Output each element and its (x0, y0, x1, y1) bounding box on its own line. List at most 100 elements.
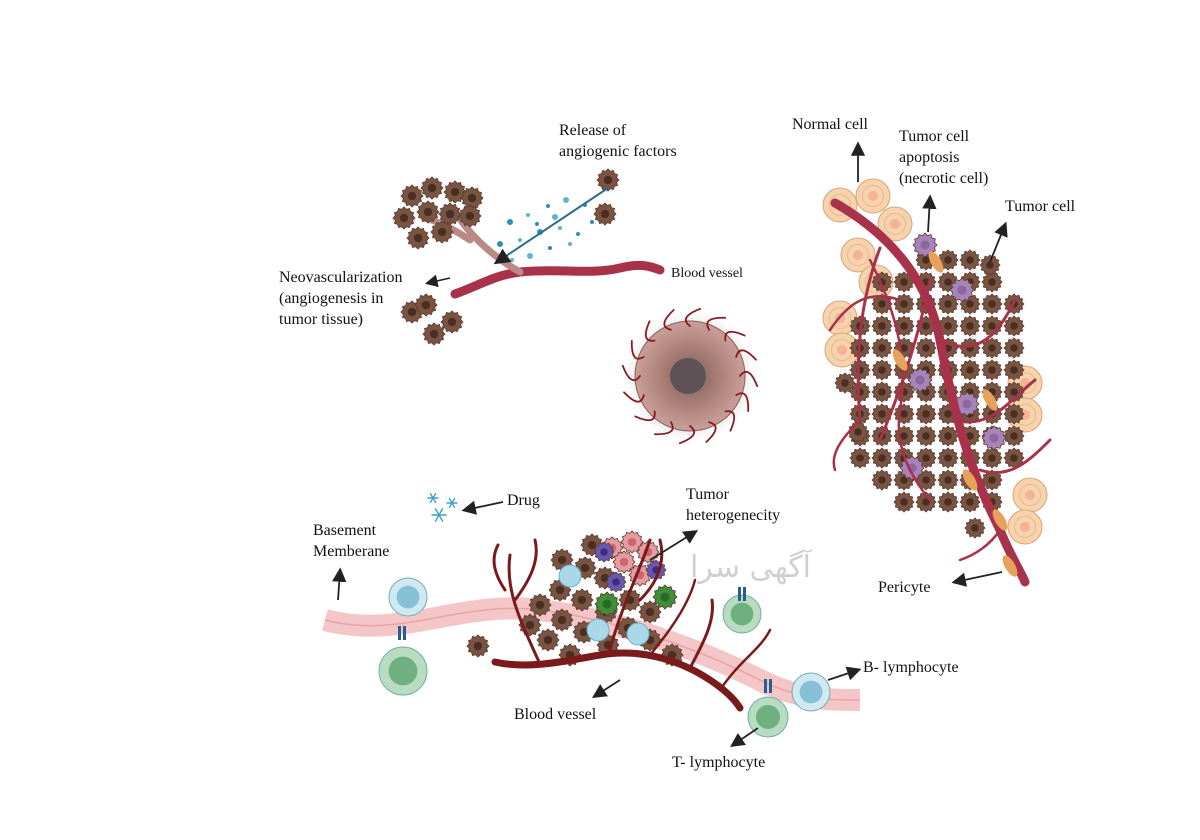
tumor-cell (466, 634, 490, 658)
tumor-cell (528, 593, 552, 617)
tumor-cell (893, 293, 915, 315)
tumor-cell (1003, 425, 1025, 447)
vascularized-tumor (621, 307, 759, 445)
pericyte (962, 469, 978, 491)
neovascularization-label: Neovascularization (angiogenesis in tumo… (279, 269, 403, 328)
tumor-cell (392, 206, 416, 230)
tumor-cell (596, 168, 620, 192)
tumor-cell (959, 249, 981, 271)
tumor-cell (893, 315, 915, 337)
tumor-cell-cluster-bottom (466, 530, 684, 667)
tumor-cell (593, 202, 617, 226)
pericyte (982, 389, 998, 411)
factor-dot (546, 204, 550, 208)
tumor-cell (834, 372, 856, 394)
tumor-cell-cluster-top (392, 168, 620, 346)
tumor-cell (981, 359, 1003, 381)
factor-dot (518, 238, 522, 242)
drug-arrow (461, 500, 504, 515)
tumor-cell (400, 184, 424, 208)
factor-dot (548, 246, 552, 250)
pericyte-arrow (951, 571, 1003, 587)
tumor-cell (443, 180, 467, 204)
tumor-capillaries (621, 307, 759, 445)
normal-cell (1012, 477, 1048, 513)
basement-label: Basement Memberane (313, 522, 390, 560)
pericyte (892, 349, 908, 371)
pericyte (992, 509, 1008, 531)
tumor-cell (937, 447, 959, 469)
b-lymphocyte-arrow (827, 666, 862, 681)
tumor-cell (893, 491, 915, 513)
b-lymphocyte-cell (388, 577, 428, 617)
tumor-cell (420, 176, 444, 200)
microenvironment-panel (322, 493, 862, 748)
receptor (398, 626, 406, 640)
factor-dot (563, 197, 569, 203)
capillary (621, 364, 641, 382)
tumor-cell (871, 359, 893, 381)
tumor-cell (871, 447, 893, 469)
neovascularization-arrow (424, 274, 451, 288)
tumor-cell (959, 315, 981, 337)
immune-cells (378, 577, 831, 738)
drug-icon (431, 508, 447, 522)
necrotic-cell (954, 391, 980, 417)
t-lymphocyte-cell (722, 594, 762, 634)
factor-dot (507, 219, 513, 225)
capillary (735, 349, 757, 361)
tumor-cell (550, 608, 574, 632)
drug-icon (446, 498, 458, 508)
tumor-cell (871, 381, 893, 403)
tumor-cell (981, 447, 1003, 469)
tumor-cell (981, 469, 1003, 491)
capillary (663, 309, 675, 331)
tumor-cell (536, 628, 560, 652)
capillary (654, 421, 674, 436)
normal-cell (855, 178, 891, 214)
heterogeneous-cell (593, 541, 615, 563)
heterogeneous-cell (612, 550, 636, 574)
heterogeneous-cell (586, 618, 610, 642)
right-vessels (828, 198, 1052, 587)
capillary (634, 410, 656, 422)
top-blood-vessel (450, 260, 665, 299)
necrotic-cell (907, 367, 933, 393)
tumor-cell (871, 315, 893, 337)
tumor-cell (570, 588, 594, 612)
tumor-cell (937, 491, 959, 513)
heterogeneous-cell (605, 571, 627, 593)
receptor (764, 679, 772, 693)
tumor-cell (964, 517, 986, 539)
tumor-cell (406, 226, 430, 250)
factor-dot (497, 241, 503, 247)
tumor-cell (440, 310, 464, 334)
basement-arrow (332, 567, 347, 601)
capillary (684, 307, 702, 327)
normal-cell (840, 237, 876, 273)
tumor-cell (414, 293, 438, 317)
blood-vessel-bottom-arrow (591, 679, 621, 698)
blood-vessel-bottom-label: Blood vessel (514, 706, 597, 723)
normal-cell (877, 206, 913, 242)
drug-icon (427, 493, 439, 503)
tumor-cell (438, 202, 462, 226)
tumor-cell (981, 271, 1003, 293)
tumor-cell (871, 337, 893, 359)
t-lymphocyte-label: T- lymphocyte (672, 754, 766, 771)
receptor (738, 587, 746, 601)
tumor-cell (937, 425, 959, 447)
tumor-cell (915, 403, 937, 425)
factor-dot (590, 220, 594, 224)
tumor-cell (959, 359, 981, 381)
tumor-cell (849, 447, 871, 469)
factor-dot (568, 242, 572, 246)
tumor-cell (1003, 381, 1025, 403)
tumor-cell (422, 322, 446, 346)
tumor-cell (416, 200, 440, 224)
tumor-cell (460, 186, 484, 210)
apoptosis-arrow (922, 194, 937, 233)
capillary (623, 391, 645, 403)
capillary (739, 370, 759, 388)
factor-dot (558, 226, 562, 230)
